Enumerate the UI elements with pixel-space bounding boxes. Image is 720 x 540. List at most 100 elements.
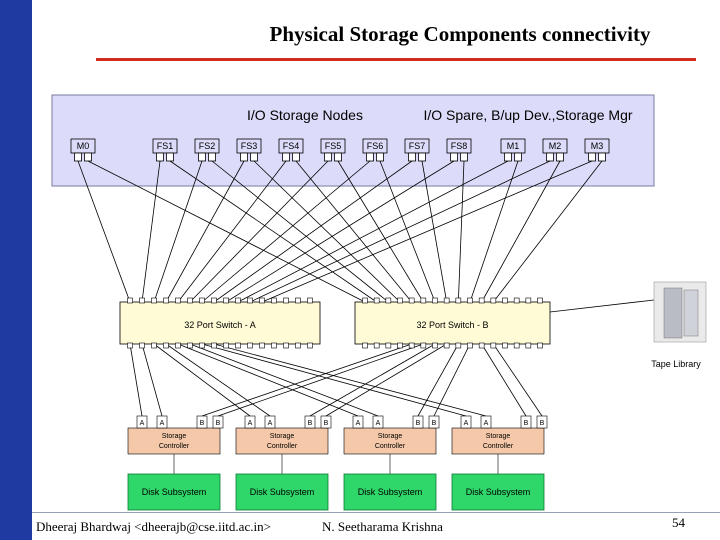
node-port	[250, 152, 258, 162]
storage-link	[141, 343, 163, 417]
controller-port-label: A	[248, 420, 253, 427]
switch-port	[271, 297, 277, 304]
storage-link	[325, 343, 447, 417]
io-spare-label: I/O Spare, B/up Dev.,Storage Mgr	[423, 107, 632, 123]
storage-controller-label: Storage	[378, 433, 403, 440]
fabric-link-a	[153, 160, 203, 303]
storage-link	[213, 343, 487, 417]
switch-b-label: 32 Port Switch - B	[416, 320, 488, 330]
switch-a-box	[119, 301, 321, 345]
node-label-fs5: FS5	[325, 141, 342, 151]
switch-port	[455, 297, 462, 304]
fabric-link-b	[87, 160, 366, 303]
switch-port	[271, 342, 277, 349]
switch-port	[490, 342, 497, 349]
fabric-link-b	[211, 160, 389, 303]
switch-port	[187, 297, 193, 304]
node-port	[324, 152, 332, 162]
switch-port	[420, 342, 427, 349]
fabric-link-a	[77, 160, 131, 303]
switch-port	[432, 342, 438, 349]
storage-controller-box	[127, 427, 221, 455]
node-box-m2	[542, 138, 568, 154]
controller-port	[264, 415, 276, 429]
switch-port	[502, 297, 508, 304]
switch-port	[455, 342, 462, 349]
node-label-fs3: FS3	[241, 141, 258, 151]
node-label-m1: M1	[507, 141, 520, 151]
switch-port	[513, 342, 520, 349]
node-box-fs4	[278, 138, 304, 154]
storage-link	[309, 343, 436, 417]
storage-link	[165, 343, 271, 417]
switch-port	[467, 297, 473, 304]
fabric-link-b	[295, 160, 412, 303]
node-box-m3	[584, 138, 610, 154]
switch-port	[139, 342, 145, 349]
controller-port	[136, 415, 148, 429]
node-port	[376, 152, 384, 162]
node-label-fs4: FS4	[283, 141, 300, 151]
switch-port	[223, 342, 229, 349]
controller-port	[320, 415, 332, 429]
controller-port-label: B	[324, 420, 329, 427]
node-label-fs1: FS1	[157, 141, 174, 151]
fabric-link-a	[261, 160, 593, 303]
page-number: 54	[672, 515, 685, 530]
switch-port	[307, 297, 313, 304]
storage-controller-label: Controller	[159, 443, 190, 450]
node-label-m0: M0	[77, 141, 90, 151]
storage-controller-label: Controller	[267, 443, 298, 450]
storage-controller-box	[343, 427, 437, 455]
switch-port	[175, 297, 181, 304]
io-storage-nodes-label: I/O Storage Nodes	[247, 107, 363, 123]
disk-subsystem-label: Disk Subsystem	[250, 487, 315, 497]
controller-port-label: A	[140, 420, 145, 427]
fabric-link-a	[225, 160, 455, 303]
node-box-fs7	[404, 138, 430, 154]
fabric-link-a	[189, 160, 329, 303]
left-accent-bar	[0, 0, 32, 540]
node-port	[84, 152, 92, 162]
fabric-link-b	[493, 160, 603, 303]
switch-port	[490, 297, 497, 304]
fabric-link-b	[421, 160, 448, 303]
node-label-m3: M3	[591, 141, 604, 151]
controller-port-label: B	[200, 420, 205, 427]
switch-port	[397, 297, 403, 304]
tape-link	[549, 299, 655, 313]
node-port	[240, 152, 248, 162]
fabric-link-a	[213, 160, 413, 303]
storage-link	[493, 343, 543, 417]
fabric-link-b	[337, 160, 424, 303]
storage-controller-label: Storage	[486, 433, 511, 440]
footer-divider	[32, 512, 720, 513]
controller-port	[196, 415, 208, 429]
switch-port	[362, 342, 368, 349]
controller-port-label: A	[160, 420, 165, 427]
storage-link	[201, 343, 467, 417]
switch-port	[199, 342, 205, 349]
switch-a-label: 32 Port Switch - A	[184, 320, 256, 330]
switch-port	[151, 342, 157, 349]
controller-port	[372, 415, 384, 429]
controller-port-label: A	[376, 420, 381, 427]
node-port	[504, 152, 512, 162]
switch-port	[259, 297, 265, 304]
switch-port	[295, 342, 301, 349]
disk-subsystem-label: Disk Subsystem	[358, 487, 423, 497]
switch-port	[537, 297, 543, 304]
controller-port-label: B	[308, 420, 313, 427]
controller-port-label: A	[356, 420, 361, 427]
controller-port	[412, 415, 424, 429]
switch-b-box	[354, 301, 551, 345]
disk-subsystem-box	[127, 473, 221, 511]
fabric-link-a	[165, 160, 245, 303]
node-port	[198, 152, 206, 162]
switch-port	[163, 342, 169, 349]
switch-port	[373, 342, 380, 349]
switch-port	[420, 297, 427, 304]
switch-port	[525, 297, 532, 304]
node-label-m2: M2	[549, 141, 562, 151]
